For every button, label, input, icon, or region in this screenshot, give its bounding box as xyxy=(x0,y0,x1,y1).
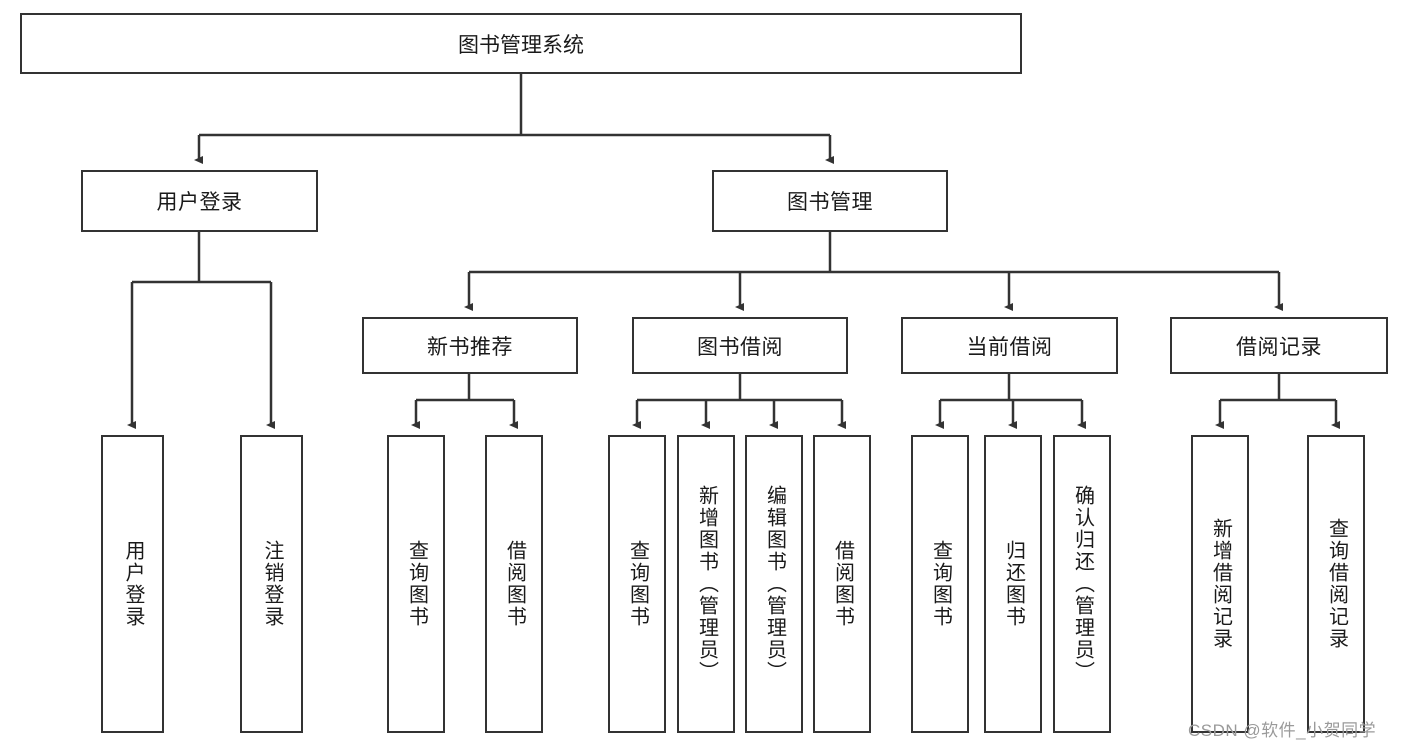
node-book-borrow[interactable]: 图书借阅 xyxy=(632,317,848,374)
node-label: 借阅图书 xyxy=(503,540,526,628)
node-leaf-br-query-record[interactable]: 查询借阅记录 xyxy=(1307,435,1365,733)
node-label: 借阅图书 xyxy=(831,540,854,628)
node-label: 图书管理 xyxy=(787,191,873,214)
node-label: 编辑图书（管理员） xyxy=(763,485,786,683)
node-label: 新增借阅记录 xyxy=(1209,518,1232,650)
node-label: 图书管理系统 xyxy=(458,33,584,57)
node-leaf-user-login[interactable]: 用户登录 xyxy=(101,435,164,733)
node-leaf-rec-borrow-book[interactable]: 借阅图书 xyxy=(485,435,543,733)
node-label: 借阅记录 xyxy=(1236,335,1322,359)
node-label: 查询图书 xyxy=(626,540,649,628)
node-leaf-cb-return-book[interactable]: 归还图书 xyxy=(984,435,1042,733)
node-root[interactable]: 图书管理系统 xyxy=(20,13,1022,74)
node-label: 新书推荐 xyxy=(427,335,513,359)
node-leaf-bb-edit-book[interactable]: 编辑图书（管理员） xyxy=(745,435,803,733)
node-label: 新增图书（管理员） xyxy=(695,485,718,683)
node-user-login[interactable]: 用户登录 xyxy=(81,170,318,232)
node-label: 注销登录 xyxy=(261,540,283,628)
node-book-manage[interactable]: 图书管理 xyxy=(712,170,948,232)
node-label: 查询图书 xyxy=(405,540,428,628)
node-leaf-br-add-record[interactable]: 新增借阅记录 xyxy=(1191,435,1249,733)
node-borrow-record[interactable]: 借阅记录 xyxy=(1170,317,1388,374)
node-leaf-logout[interactable]: 注销登录 xyxy=(240,435,303,733)
node-label: 归还图书 xyxy=(1002,540,1025,628)
node-new-book-rec[interactable]: 新书推荐 xyxy=(362,317,578,374)
node-label: 查询图书 xyxy=(929,540,952,628)
node-current-borrow[interactable]: 当前借阅 xyxy=(901,317,1118,374)
node-label: 查询借阅记录 xyxy=(1325,518,1348,650)
node-leaf-bb-add-book[interactable]: 新增图书（管理员） xyxy=(677,435,735,733)
csdn-watermark: CSDN @软件_小贺同学 xyxy=(1188,721,1377,740)
node-leaf-cb-query-book[interactable]: 查询图书 xyxy=(911,435,969,733)
node-label: 确认归还（管理员） xyxy=(1071,485,1094,683)
node-leaf-bb-borrow-book[interactable]: 借阅图书 xyxy=(813,435,871,733)
node-leaf-cb-confirm-return[interactable]: 确认归还（管理员） xyxy=(1053,435,1111,733)
node-label: 当前借阅 xyxy=(966,335,1053,359)
node-leaf-rec-query-book[interactable]: 查询图书 xyxy=(387,435,445,733)
node-label: 用户登录 xyxy=(122,540,144,628)
node-label: 图书借阅 xyxy=(697,335,783,359)
node-label: 用户登录 xyxy=(156,191,243,214)
node-leaf-bb-query-book[interactable]: 查询图书 xyxy=(608,435,666,733)
